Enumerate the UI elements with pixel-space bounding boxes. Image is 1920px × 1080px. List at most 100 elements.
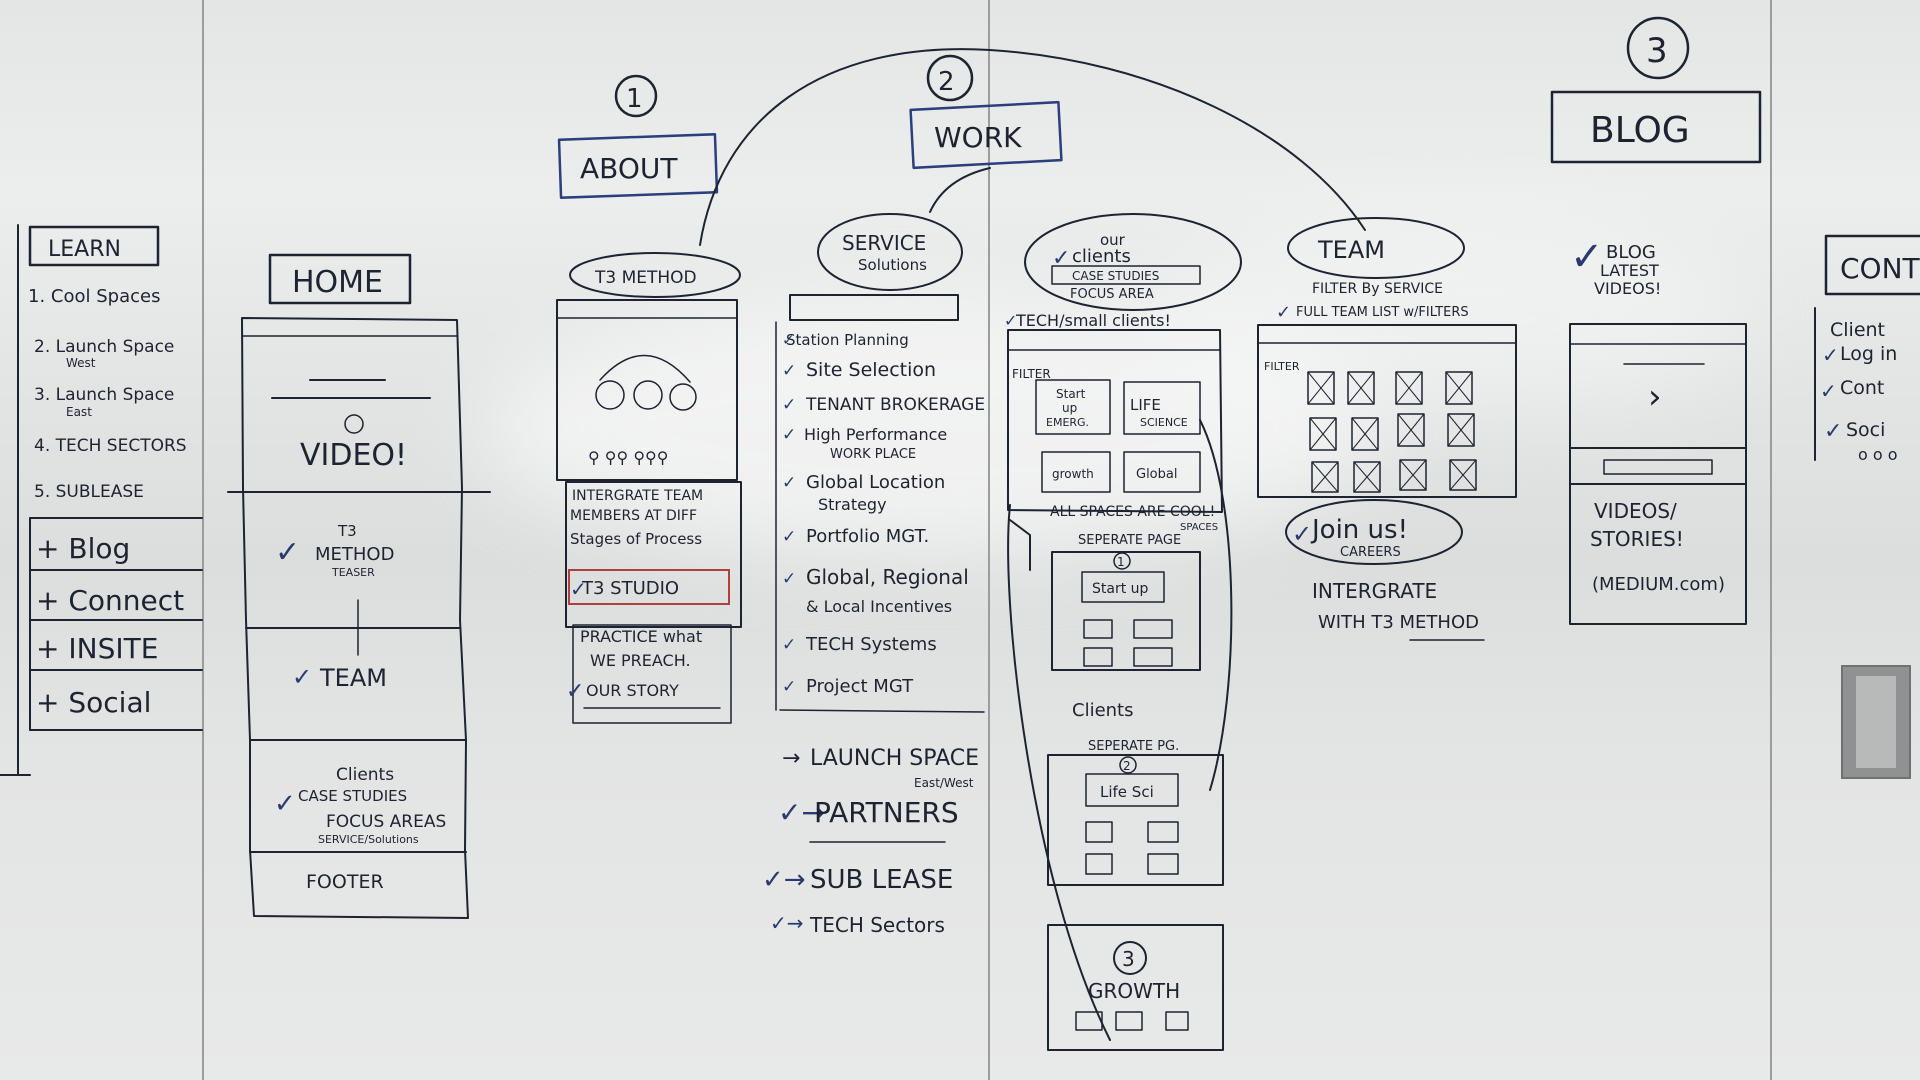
clients-startup: EMERG. xyxy=(1046,416,1089,429)
clients-spaces: SPACES xyxy=(1180,522,1218,533)
service-item: WORK PLACE xyxy=(830,447,916,462)
clients-number: 3 xyxy=(1122,947,1135,971)
learn-title: LEARN xyxy=(48,237,121,262)
panel-seam xyxy=(202,0,204,1080)
service-link: LAUNCH SPACE xyxy=(810,746,979,771)
service-item: High Performance xyxy=(804,425,947,444)
blog-videos: VIDEOS/ xyxy=(1594,499,1677,523)
home-footer: FOOTER xyxy=(306,871,384,893)
work-number: 2 xyxy=(938,67,955,97)
light-reflection xyxy=(1150,220,1750,420)
blog-note: BLOG xyxy=(1606,242,1656,263)
clients-growth-page: GROWTH xyxy=(1088,979,1180,1003)
home-column: HOME VIDEO! ✓ T3 METHOD TEASER ✓ TEAM Cl… xyxy=(227,253,491,919)
svg-text:✓: ✓ xyxy=(1824,419,1842,444)
svg-text:⚲ ⚲⚲ ⚲⚲⚲: ⚲ ⚲⚲ ⚲⚲⚲ xyxy=(588,448,668,467)
about-studio: T3 STUDIO xyxy=(581,578,679,599)
clients-oval: our xyxy=(1100,231,1126,249)
team-column: TEAM FILTER By SERVICE ✓ FULL TEAM LIST … xyxy=(1257,217,1517,641)
blog-number: 3 xyxy=(1646,31,1668,71)
clients-all-spaces: ALL SPACES ARE COOL! xyxy=(1050,504,1215,520)
clients-number: 2 xyxy=(1123,759,1131,773)
clients-filter: FILTER xyxy=(1012,367,1051,381)
svg-text:✓: ✓ xyxy=(1822,343,1839,367)
svg-text:✓: ✓ xyxy=(1570,234,1604,280)
service-item: Station Planning xyxy=(786,331,909,349)
service-item: TECH Systems xyxy=(805,634,937,655)
service-item: Portfolio MGT. xyxy=(806,526,929,547)
svg-text:✓: ✓ xyxy=(275,535,300,570)
clients-oval: FOCUS AREA xyxy=(1070,287,1154,302)
clients-separate-page: SEPERATE PG. xyxy=(1088,739,1179,754)
home-method: METHOD xyxy=(315,544,394,565)
clients-oval: CASE STUDIES xyxy=(1072,269,1159,283)
home-service: SERVICE/Solutions xyxy=(318,833,419,846)
svg-text:✓: ✓ xyxy=(1820,379,1837,403)
about-oval: T3 METHOD xyxy=(594,268,697,288)
svg-text:✓: ✓ xyxy=(1292,520,1312,548)
team-integrate: WITH T3 METHOD xyxy=(1318,612,1479,633)
about-text: INTERGRATE TEAM xyxy=(572,488,703,504)
about-text: Stages of Process xyxy=(570,530,702,548)
svg-text:✓: ✓ xyxy=(782,635,796,655)
team-oval: TEAM xyxy=(1317,236,1385,264)
svg-text:✓: ✓ xyxy=(782,331,795,349)
clients-startup-page: Start up xyxy=(1092,581,1149,597)
team-join: Join us! xyxy=(1310,515,1408,545)
clients-oval: clients xyxy=(1072,246,1131,267)
service-item: Global, Regional xyxy=(806,565,969,589)
svg-text:✓: ✓ xyxy=(1052,246,1070,271)
about-number: 1 xyxy=(626,84,643,114)
clients-lifesci-page: Life Sci xyxy=(1100,783,1154,801)
learn-item: West xyxy=(66,356,96,370)
wall-handle xyxy=(1841,665,1911,779)
learn-row: + Connect xyxy=(36,584,184,617)
clients-number: 1 xyxy=(1117,555,1125,569)
service-item: Project MGT xyxy=(806,676,914,697)
clients-startup: up xyxy=(1062,401,1077,415)
learn-item: 5. SUBLEASE xyxy=(34,482,144,502)
service-oval: SERVICE xyxy=(842,231,926,255)
service-item: Strategy xyxy=(818,495,887,514)
svg-text:›: › xyxy=(1648,377,1662,417)
learn-item: 2. Launch Space xyxy=(34,337,174,357)
about-title: ABOUT xyxy=(580,152,678,185)
clients-startup: Start xyxy=(1056,387,1086,401)
svg-text:✓: ✓ xyxy=(782,677,796,697)
svg-text:✓: ✓ xyxy=(292,663,312,691)
contact-item: Client xyxy=(1830,319,1885,341)
about-practice: PRACTICE what xyxy=(580,627,702,646)
learn-item: 4. TECH SECTORS xyxy=(34,436,187,456)
home-case: CASE STUDIES xyxy=(298,787,407,805)
svg-text:→: → xyxy=(782,746,800,771)
learn-column: LEARN 1. Cool Spaces 2. Launch Space Wes… xyxy=(0,224,203,776)
learn-row: + Social xyxy=(36,686,151,719)
contact-column: CONT Client ✓ Log in ✓ Cont ✓ Soci o o o xyxy=(1814,234,1920,464)
contact-item: Cont xyxy=(1840,377,1884,399)
team-filter: FILTER By SERVICE xyxy=(1312,281,1443,297)
service-link: East/West xyxy=(914,776,974,790)
home-clients: Clients xyxy=(336,765,394,785)
blog-medium: (MEDIUM.com) xyxy=(1592,574,1725,595)
panel-seam xyxy=(1770,0,1772,1080)
contact-item: Log in xyxy=(1840,343,1897,365)
panel-seam xyxy=(988,0,990,1080)
learn-row: + INSITE xyxy=(36,632,158,665)
svg-text:✓→: ✓→ xyxy=(778,796,825,829)
svg-text:✓: ✓ xyxy=(570,577,587,601)
about-story: OUR STORY xyxy=(586,681,679,700)
service-item: Site Selection xyxy=(806,359,936,381)
service-item: & Local Incentives xyxy=(806,597,952,616)
home-team: TEAM xyxy=(319,664,387,692)
svg-text:✓: ✓ xyxy=(782,569,796,589)
contact-title: CONT xyxy=(1840,252,1920,285)
svg-text:✓→: ✓→ xyxy=(762,865,806,895)
clients-separate-page: SEPERATE PAGE xyxy=(1078,533,1181,548)
clients-life: LIFE xyxy=(1130,396,1161,414)
learn-row: + Blog xyxy=(36,532,130,565)
service-link: PARTNERS xyxy=(814,796,959,829)
team-careers: CAREERS xyxy=(1340,545,1401,560)
service-oval: Solutions xyxy=(858,256,927,274)
work-title: WORK xyxy=(934,121,1022,154)
